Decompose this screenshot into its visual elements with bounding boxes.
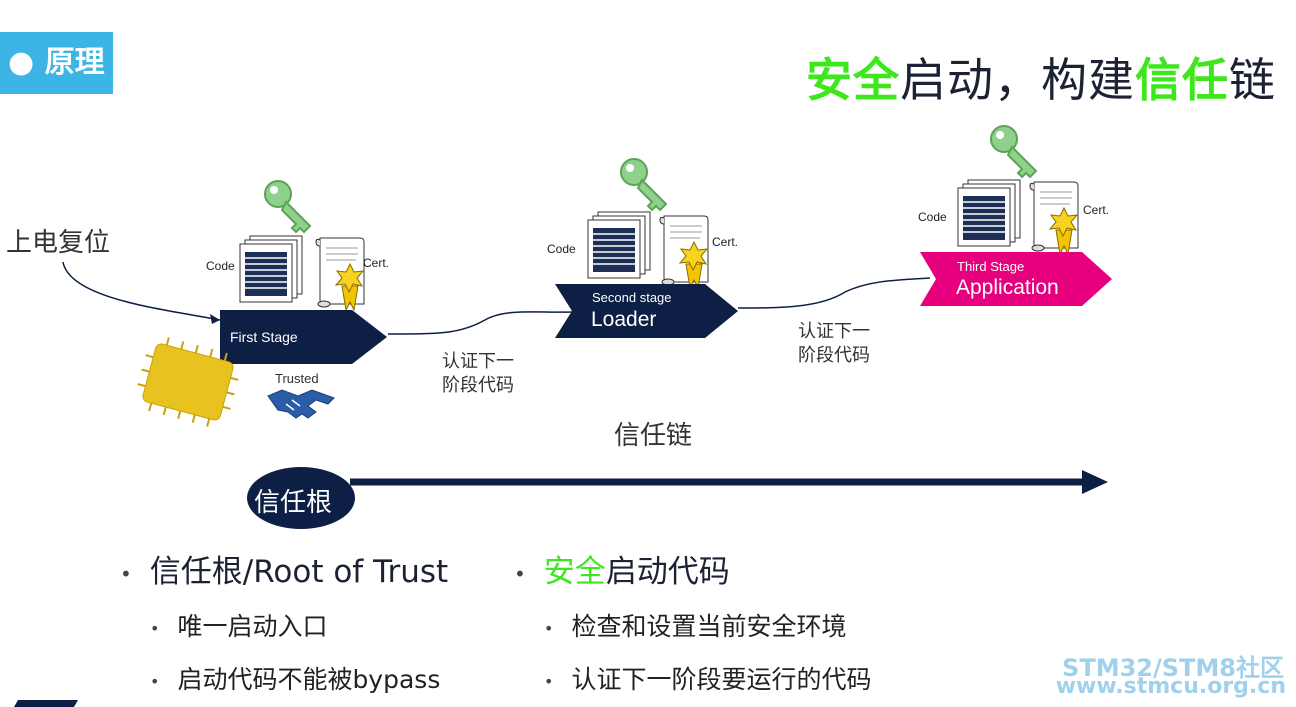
chain-of-trust-label: 信任链 (614, 421, 693, 451)
verify-label-1-line-2: 阶段代码 (442, 375, 514, 396)
cert-label: Cert. (1083, 203, 1110, 217)
verify-label-1: 认证下一 阶段代码 (442, 350, 514, 398)
title-part-4: 链 (1229, 53, 1276, 107)
code-label: Code (206, 259, 235, 273)
title-part-3: 信任 (1135, 53, 1229, 107)
stage-arrow (555, 284, 738, 338)
code-doc-icon (240, 236, 302, 302)
key-icon (620, 158, 667, 211)
bullet-item-text: 唯一启动入口 (177, 612, 328, 641)
cert-label: Cert. (712, 235, 739, 249)
bullet-item: • 唯一启动入口 (150, 607, 327, 643)
root-of-trust-oval (247, 467, 355, 529)
bullet-dot: • (514, 561, 526, 586)
key-icon (990, 125, 1037, 178)
watermark-line-1: STM32/STM8社区 (1062, 654, 1284, 682)
code-doc-icon (588, 212, 650, 278)
bullet-title-rest: 启动代码 (605, 554, 730, 590)
bullet-item-text: 认证下一阶段要运行的代码 (571, 665, 872, 694)
corner-decoration (13, 700, 79, 707)
stage-arrow (920, 252, 1112, 306)
verify-label-2-line-1: 认证下一 (798, 321, 870, 342)
code-label: Code (918, 210, 947, 224)
verify-label-2-line-2: 阶段代码 (798, 345, 870, 366)
bullet-item: • 检查和设置当前安全环境 (544, 607, 846, 643)
bullet-item: • 认证下一阶段要运行的代码 (544, 660, 871, 696)
bullet-item-text: 检查和设置当前安全环境 (571, 612, 847, 641)
certificate-icon (659, 215, 709, 289)
certificate-icon (1029, 181, 1079, 255)
stage-3 (920, 125, 1112, 306)
bullet-title: 信任根/Root of Trust (149, 554, 449, 590)
bullet-item: • 启动代码不能被bypass (150, 660, 440, 696)
stage-2 (555, 158, 738, 338)
stage-2-label: Loader (591, 308, 657, 331)
power-on-label: 上电复位 (6, 228, 111, 258)
connector-2-3 (737, 277, 931, 309)
stage-2-small-label: Second stage (592, 290, 672, 305)
certificate-icon (315, 237, 365, 311)
bullet-root-of-trust: • 信任根/Root of Trust (120, 546, 448, 591)
stage-3-small-label: Third Stage (957, 259, 1025, 274)
bullet-dot: • (150, 671, 160, 691)
bullet-title-green: 安全 (543, 554, 606, 590)
bullet-secure-boot-code: • 安全启动代码 (514, 546, 730, 591)
bullet-dot: • (150, 618, 160, 638)
chip-icon (137, 337, 239, 427)
verify-label-2: 认证下一 阶段代码 (798, 320, 870, 368)
title-part-2: 启动，构建 (900, 53, 1135, 107)
verify-label-1-line-1: 认证下一 (442, 351, 514, 372)
stage-arrow (220, 310, 387, 364)
stage-3-label: Application (956, 276, 1059, 299)
watermark-line-2: www.stmcu.org.cn (1055, 674, 1286, 699)
page-title: 安全启动，构建信任链 (806, 44, 1276, 110)
root-of-trust-label: 信任根 (254, 488, 333, 518)
code-doc-icon (958, 180, 1020, 246)
bullet-item-text: 启动代码不能被bypass (177, 665, 441, 694)
bullet-dot: • (120, 561, 132, 586)
stage-1-label: First Stage (230, 329, 298, 345)
chain-arrow-head (1082, 470, 1108, 494)
handshake-icon (267, 389, 335, 419)
key-icon (264, 180, 311, 233)
trusted-label: Trusted (275, 371, 319, 386)
bullet-dot: • (544, 618, 554, 638)
title-part-1: 安全 (806, 53, 900, 107)
section-tag: ● 原理 (0, 32, 113, 94)
bullet-dot: • (544, 671, 554, 691)
power-on-connector (62, 261, 221, 321)
code-label: Code (547, 242, 576, 256)
cert-label: Cert. (363, 256, 390, 270)
connector-1-2 (387, 311, 573, 335)
stage-1 (220, 180, 387, 364)
